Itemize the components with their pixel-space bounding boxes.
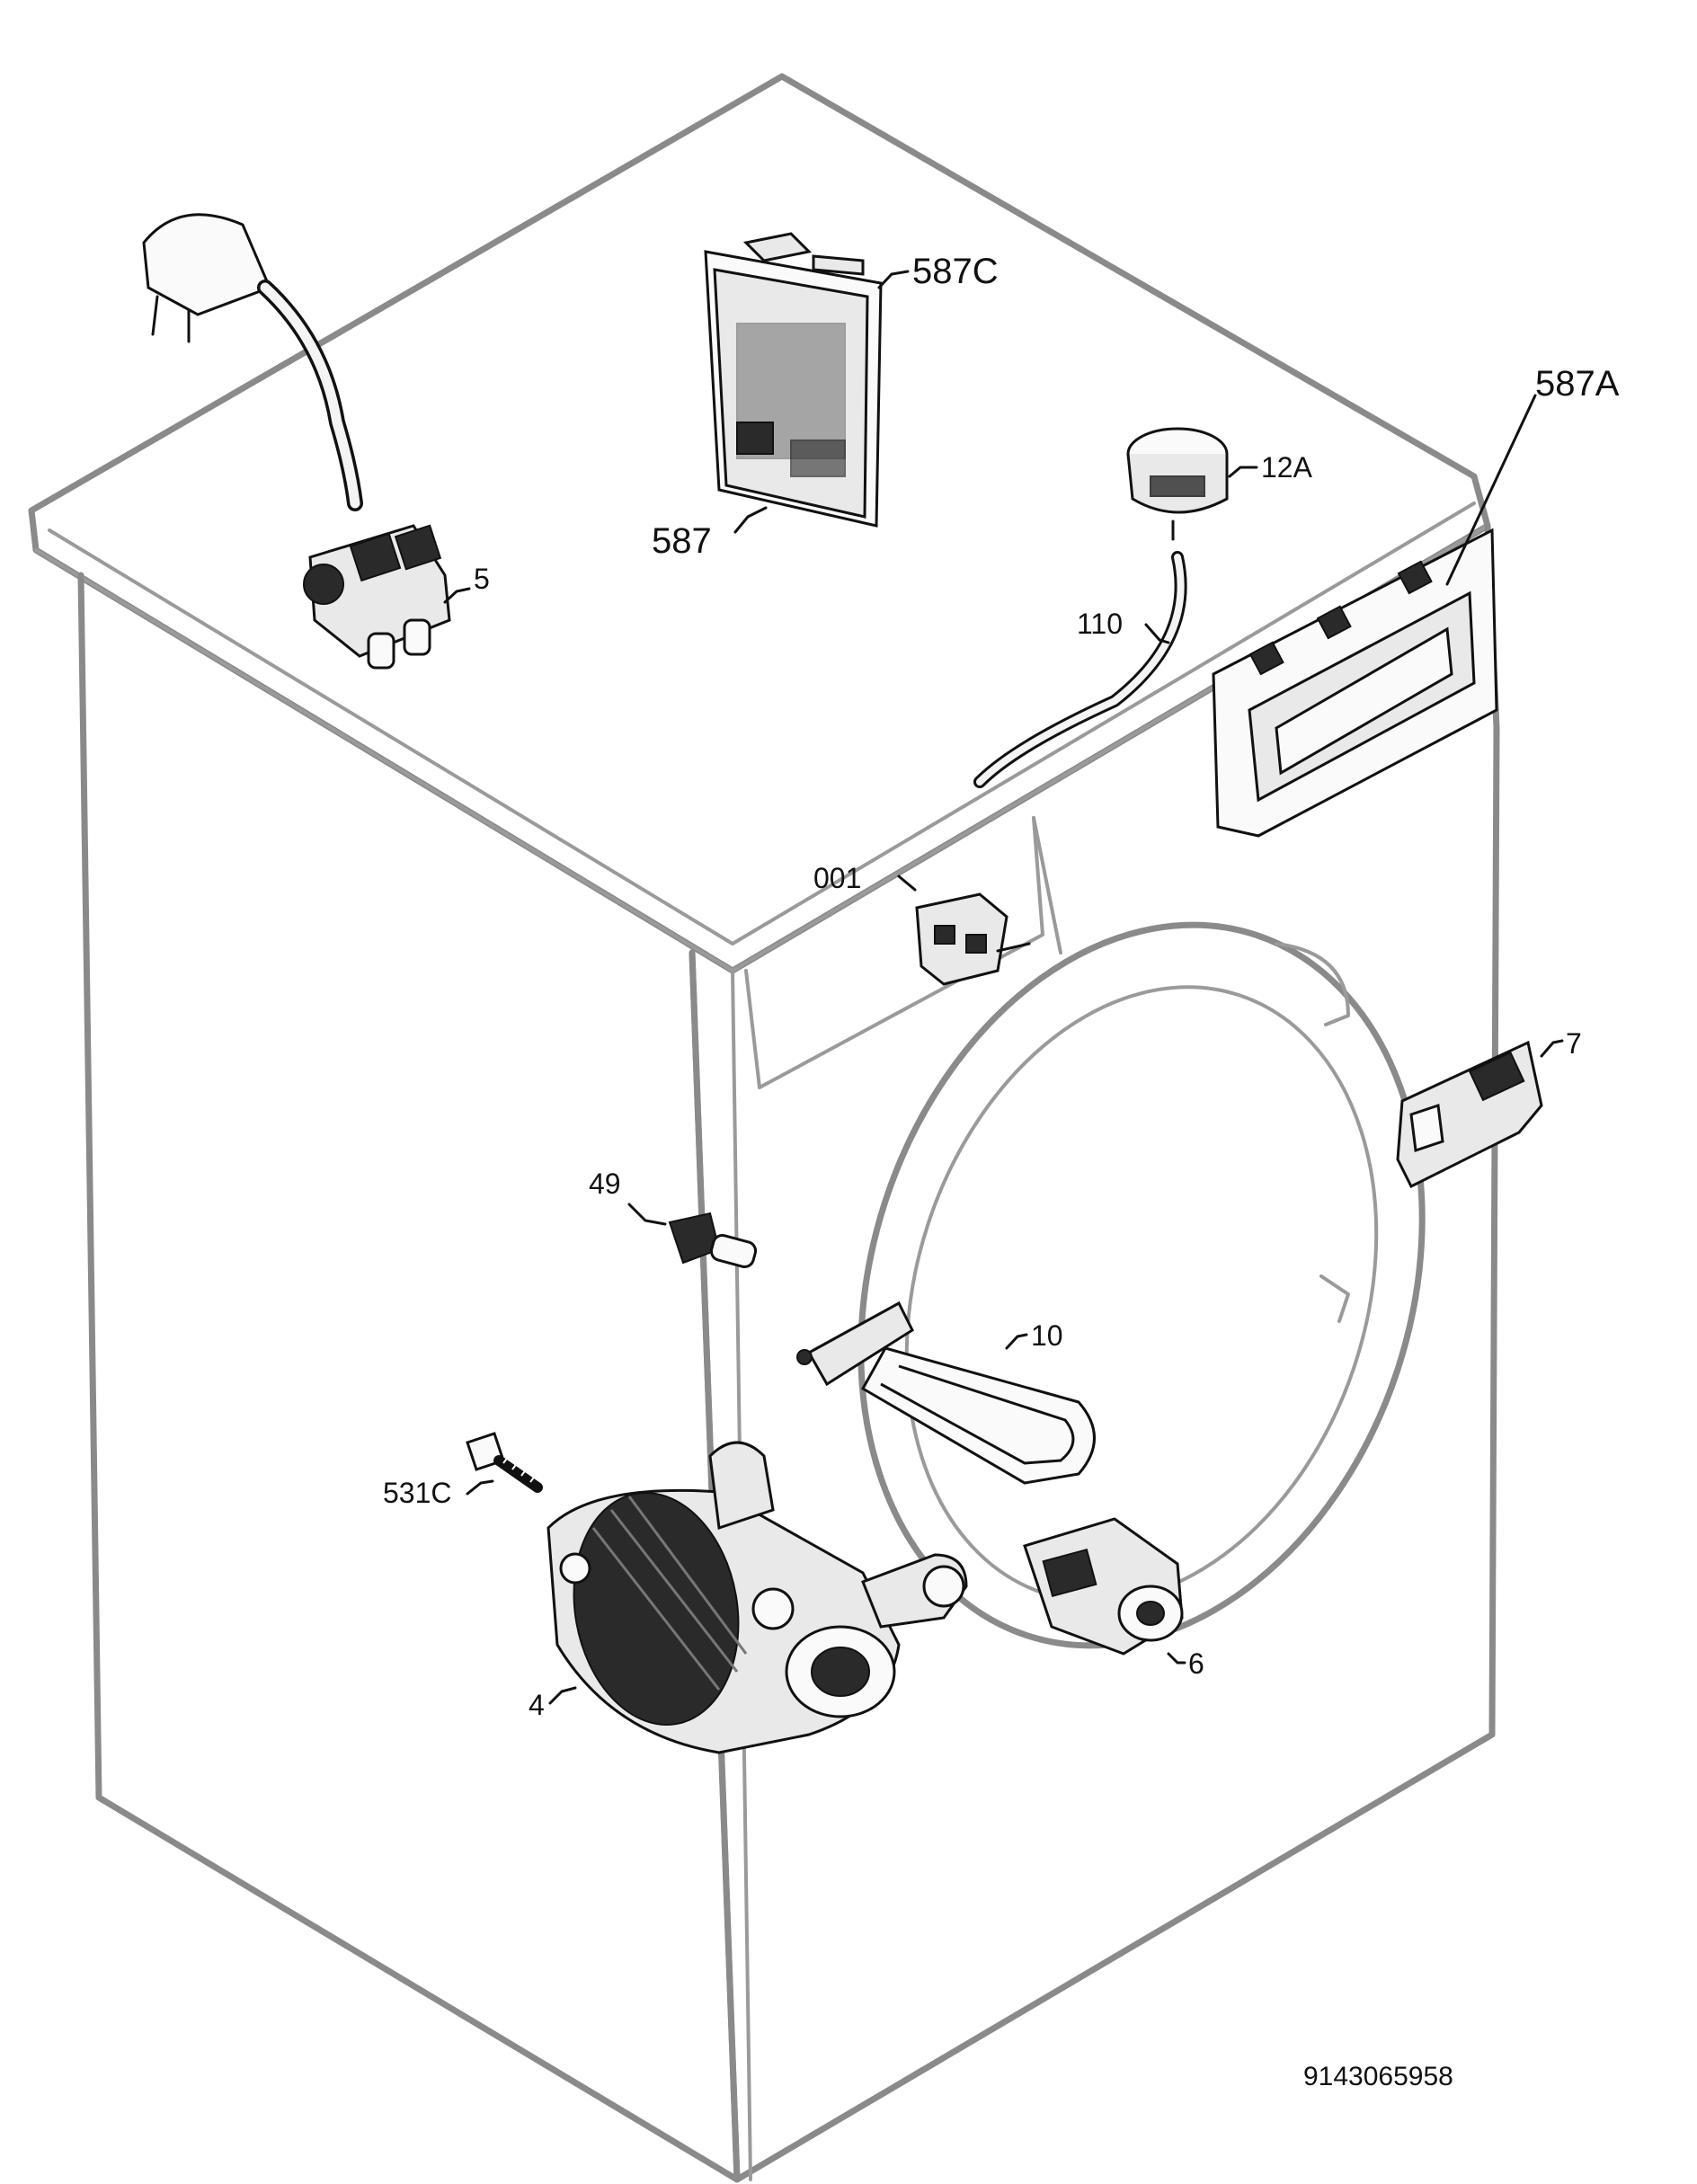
diagram-number: 9143065958 <box>1303 2062 1453 2091</box>
label-49: 49 <box>589 1167 621 1200</box>
heating-element-10 <box>796 1301 1096 1485</box>
label-110: 110 <box>1077 608 1123 640</box>
electronic-module-587 <box>704 232 883 528</box>
mains-cable-plug <box>142 213 363 511</box>
display-frame-587A <box>1212 528 1498 838</box>
label-5: 5 <box>474 563 490 595</box>
drain-pump-6 <box>1023 1517 1184 1656</box>
label-587C: 587C <box>912 252 999 291</box>
label-10: 10 <box>1031 1319 1063 1352</box>
label-587: 587 <box>652 521 712 561</box>
label-587A: 587A <box>1535 364 1620 404</box>
door-lock-7 <box>1396 1040 1543 1189</box>
label-7: 7 <box>1566 1027 1582 1060</box>
hose-110 <box>973 551 1187 788</box>
inlet-valve-5 <box>303 524 451 670</box>
screw-531C <box>466 1432 543 1493</box>
label-6: 6 <box>1188 1647 1204 1680</box>
label-12A: 12A <box>1261 451 1313 484</box>
sensor-49 <box>668 1212 758 1268</box>
label-001: 001 <box>813 862 861 894</box>
motor-4 <box>546 1441 968 1754</box>
label-531C: 531C <box>383 1477 452 1509</box>
switch-001 <box>915 892 1031 986</box>
part-labels: 587C 587 12A 587A 5 110 001 7 49 10 531C… <box>383 252 1620 1721</box>
leader-lines <box>443 270 1564 1705</box>
label-4: 4 <box>529 1689 545 1721</box>
pressure-switch-12A <box>1126 427 1229 541</box>
